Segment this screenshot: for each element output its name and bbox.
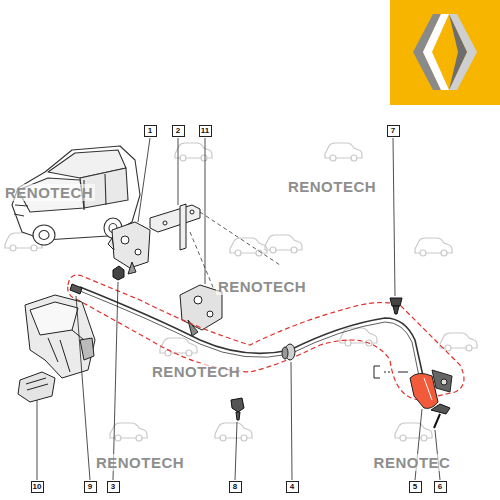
callout-number: 8 bbox=[229, 481, 242, 493]
callout-number: 5 bbox=[409, 481, 422, 493]
watermark: RENOTECH bbox=[150, 363, 242, 380]
callout-number: 10 bbox=[31, 481, 44, 493]
callout-number: 1 bbox=[144, 125, 157, 137]
callout-number: 9 bbox=[84, 481, 97, 493]
watermark: RENOTECH bbox=[286, 178, 378, 195]
watermark: RENOTECH bbox=[94, 454, 186, 471]
watermark: RENOTECH bbox=[3, 184, 95, 201]
callout-number: 4 bbox=[286, 481, 299, 493]
callout-number: 11 bbox=[199, 125, 212, 137]
callout-number: 3 bbox=[107, 481, 120, 493]
callout-number: 2 bbox=[172, 125, 185, 137]
watermark: RENOTECH bbox=[216, 278, 308, 295]
watermark: RENOTEC bbox=[372, 454, 453, 471]
callout-number: 7 bbox=[387, 125, 400, 137]
callout-number: 6 bbox=[434, 481, 447, 493]
